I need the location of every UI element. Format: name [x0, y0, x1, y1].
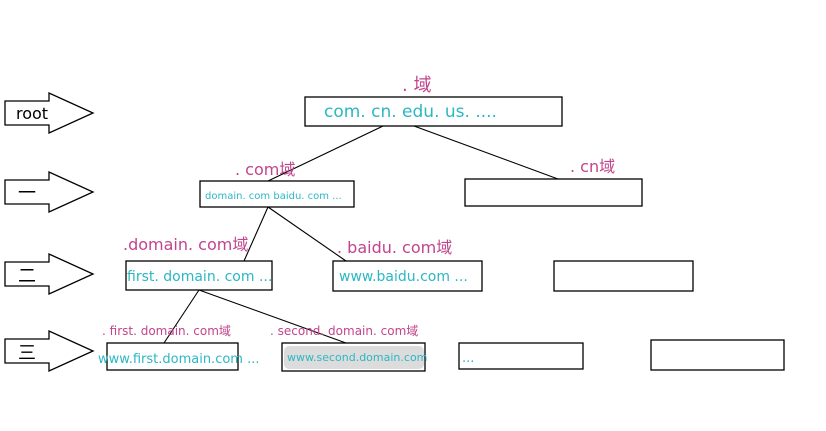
com-domain-label: . com域 [235, 160, 295, 179]
level3-empty-node [650, 339, 785, 371]
level3-third-content: ... [462, 351, 474, 366]
level3-arrow-icon [4, 329, 95, 373]
level-arrow-2: 二 [4, 252, 95, 296]
domain-com-label: .domain. com域 [123, 235, 248, 254]
edge-root-to-cn [413, 125, 559, 180]
root-arrow-icon [4, 91, 95, 135]
first-domain-box [106, 342, 239, 371]
tree-edges [163, 125, 559, 344]
root-level-label: root [16, 104, 48, 123]
cn-domain-label: . cn域 [570, 157, 615, 176]
level2-empty-node [553, 260, 694, 292]
level-arrow-1: 一 [4, 170, 95, 214]
baidu-com-box [332, 260, 483, 292]
second-domain-label: . second. domain. com域 [270, 324, 418, 338]
root-domain-label: . 域 [402, 75, 431, 96]
edge-domain-to-first [163, 289, 200, 344]
domain-com-box [125, 260, 273, 291]
domain-com-node: .domain. com域 first. domain. com ... [123, 235, 273, 291]
level3-third-node: ... [458, 342, 584, 370]
edge-com-to-domain [243, 206, 269, 262]
first-domain-content: www.first.domain.com ... [98, 352, 259, 367]
level2-label: 二 [18, 266, 36, 287]
level-arrow-3: 三 [4, 329, 95, 373]
baidu-com-node: . baidu. com域 www.baidu.com ... [332, 238, 483, 292]
first-domain-label: . first. domain. com域 [102, 324, 231, 338]
cn-node: . cn域 [464, 157, 643, 207]
second-domain-node: . second. domain. com域 www.second.domain… [270, 324, 427, 372]
root-node: . 域 com. cn. edu. us. .... [304, 75, 563, 127]
cn-box [464, 178, 643, 207]
second-domain-content: www.second.domain.com [287, 351, 427, 364]
edge-com-to-baidu [267, 206, 347, 262]
level3-third-box [458, 342, 584, 370]
com-content: domain. com baidu. com ... [205, 191, 342, 202]
second-domain-selection [284, 346, 424, 369]
root-box [304, 96, 563, 127]
level2-arrow-icon [4, 252, 95, 296]
edge-root-to-com [267, 125, 384, 182]
root-content: com. cn. edu. us. .... [324, 102, 497, 122]
com-box [199, 180, 355, 208]
level3-empty-box [650, 339, 785, 371]
level-arrow-root: root [4, 91, 95, 135]
edge-domain-to-second [198, 289, 347, 344]
level1-label: 一 [18, 183, 36, 204]
baidu-com-label: . baidu. com域 [337, 238, 452, 257]
first-domain-node: . first. domain. com域 www.first.domain.c… [98, 324, 259, 371]
domain-com-content: first. domain. com ... [127, 269, 272, 285]
level2-empty-box [553, 260, 694, 292]
level3-label: 三 [18, 343, 36, 364]
level1-arrow-icon [4, 170, 95, 214]
com-node: . com域 domain. com baidu. com ... [199, 160, 355, 208]
baidu-com-content: www.baidu.com ... [339, 269, 468, 285]
